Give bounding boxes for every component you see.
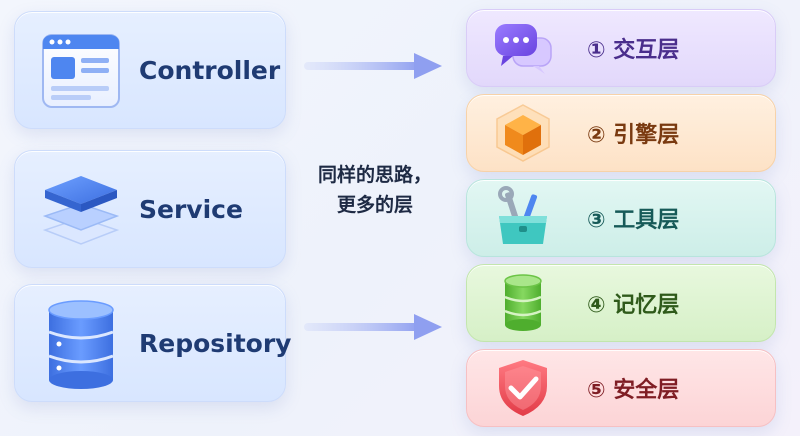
tool-layer-label: ③ 工具层 xyxy=(587,208,680,233)
engine-layer-label: ② 引擎层 xyxy=(587,123,680,148)
tool-layer-card: ③ 工具层 xyxy=(466,179,776,257)
layers-stack-icon xyxy=(42,176,120,245)
controller-label: Controller xyxy=(139,55,281,85)
top-arrow-icon xyxy=(304,53,442,79)
interaction-layer-card: ① 交互层 xyxy=(466,9,776,87)
repository-label: Repository xyxy=(139,328,292,358)
security-layer-card: ⑤ 安全层 xyxy=(466,349,776,427)
engine-layer-card: ② 引擎层 xyxy=(466,94,776,172)
chat-bubbles-icon xyxy=(495,24,552,74)
repository-card: Repository xyxy=(14,284,291,402)
memory-layer-card: ④ 记忆层 xyxy=(466,264,776,342)
service-label: Service xyxy=(139,194,243,224)
middle-caption: 同样的思路， 更多的层 xyxy=(305,160,445,220)
bottom-arrow-icon xyxy=(304,314,442,340)
memory-layer-label: ④ 记忆层 xyxy=(587,293,680,318)
shield-check-icon xyxy=(499,360,547,416)
database-icon xyxy=(48,300,114,389)
middle-caption-line2: 更多的层 xyxy=(336,194,413,216)
controller-card: Controller xyxy=(14,11,286,129)
toolbox-icon xyxy=(498,186,547,244)
browser-window-icon xyxy=(42,34,120,108)
middle-caption-line1: 同样的思路， xyxy=(317,164,432,186)
interaction-layer-label: ① 交互层 xyxy=(587,38,680,63)
security-layer-label: ⑤ 安全层 xyxy=(587,378,680,403)
database-icon xyxy=(504,274,542,331)
service-card: Service xyxy=(14,150,286,268)
cube-icon xyxy=(496,104,550,162)
